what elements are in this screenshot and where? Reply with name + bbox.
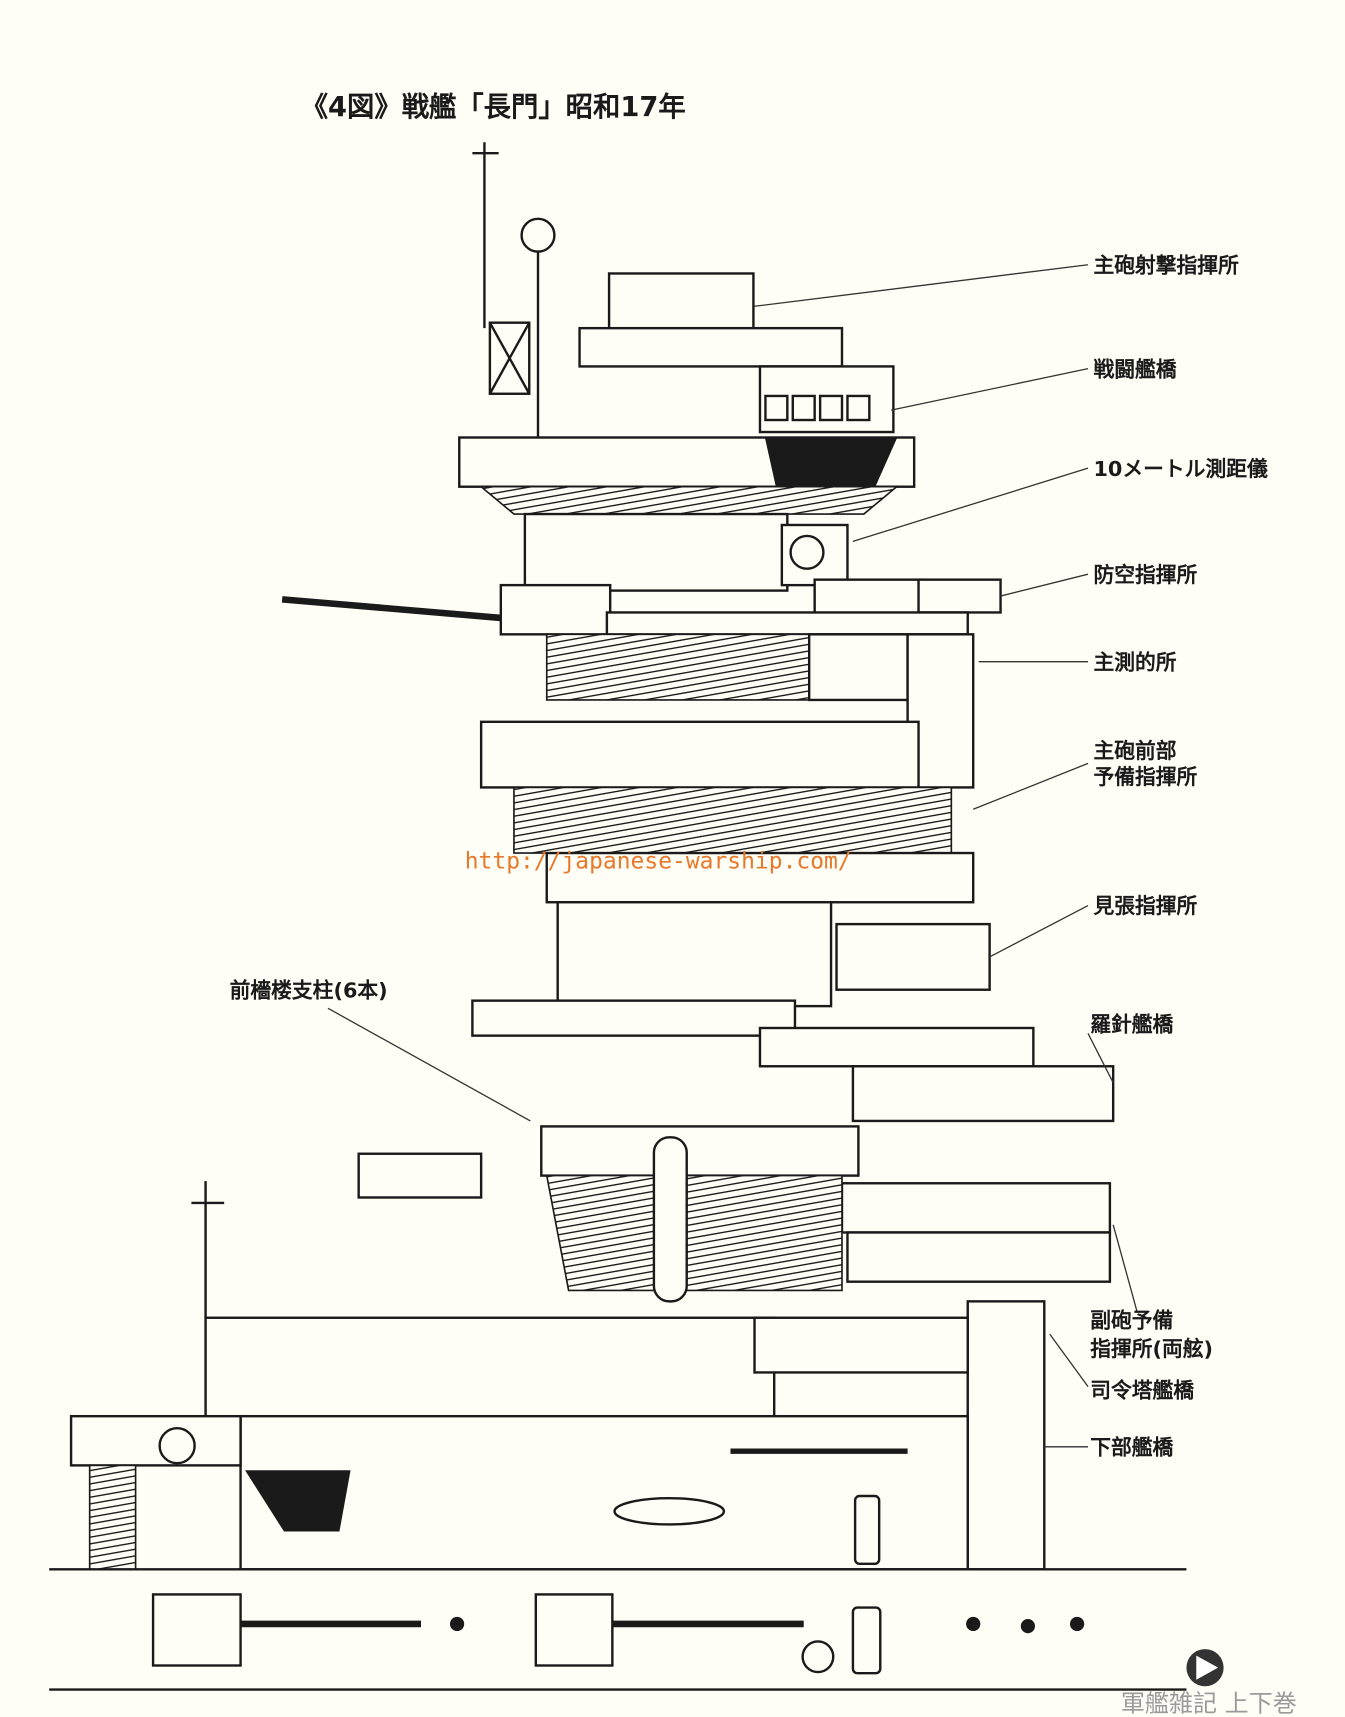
ship-drawing (49, 142, 1187, 1691)
label-secondary-reserve-1: 副砲予備 (1090, 1309, 1173, 1333)
next-button[interactable] (1186, 1649, 1224, 1687)
leader-lines (327, 264, 1138, 1448)
label-lookout-command: 見張指揮所 (1092, 894, 1197, 918)
diagram-title: 《4図》戦艦「長門」昭和17年 (301, 91, 686, 123)
label-conning-tower-bridge: 司令塔艦橋 (1090, 1379, 1194, 1403)
footer-book-title: 軍艦雑記 上下巻 (1121, 1689, 1297, 1717)
label-lower-bridge: 下部艦橋 (1090, 1435, 1173, 1459)
watermark-url: http://japanese-warship.com/ (465, 848, 852, 874)
play-arrow-icon (1196, 1655, 1219, 1680)
label-main-fwd-reserve-2: 予備指揮所 (1093, 765, 1197, 789)
label-main-gun-director: 主砲射撃指揮所 (1093, 253, 1239, 277)
label-aa-command: 防空指揮所 (1093, 563, 1197, 587)
label-compass-bridge: 羅針艦橋 (1090, 1012, 1173, 1036)
label-foremast-legs: 前檣楼支柱(6本) (230, 978, 388, 1002)
label-rangefinder: 10メートル測距儀 (1093, 457, 1267, 481)
label-main-fwd-reserve-1: 主砲前部 (1093, 739, 1176, 763)
label-combat-bridge: 戦闘艦橋 (1093, 357, 1176, 381)
label-main-plotting: 主測的所 (1093, 650, 1176, 674)
part-labels: 主砲射撃指揮所 戦闘艦橋 10メートル測距儀 防空指揮所 主測的所 主砲前部 予… (230, 253, 1268, 1459)
label-secondary-reserve-2: 指揮所(両舷) (1090, 1337, 1213, 1361)
